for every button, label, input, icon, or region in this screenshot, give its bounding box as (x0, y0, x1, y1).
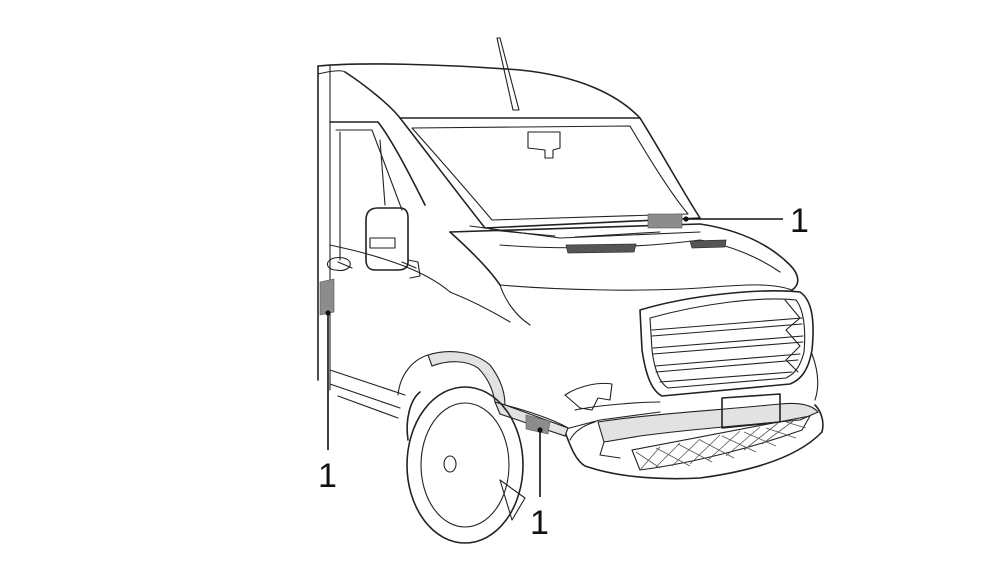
side-mirror (365, 207, 421, 279)
callout-label-windshield: 1 (790, 202, 809, 240)
front-tyre (406, 386, 526, 544)
headlight (561, 382, 661, 441)
windshield-label-zone (647, 213, 683, 229)
door-pillar-label-zone (319, 278, 335, 316)
fender-label-zone (525, 414, 551, 435)
leader-dot-windshield (683, 216, 689, 222)
front-bumper (564, 353, 824, 480)
front-grille (639, 290, 814, 397)
callout-leaders (325, 216, 783, 497)
leader-dot-door-pillar (325, 310, 331, 316)
van-body-outline (317, 37, 641, 419)
callout-label-fender: 1 (530, 504, 549, 542)
hood (449, 223, 799, 326)
leader-dot-fender (537, 427, 543, 433)
callout-label-door-pillar: 1 (318, 457, 337, 495)
